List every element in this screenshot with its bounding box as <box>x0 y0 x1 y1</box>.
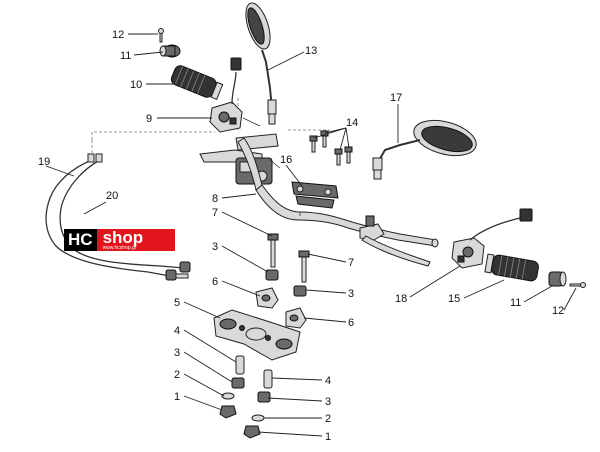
brake-hoses <box>45 153 191 281</box>
callout-11-left: 11 <box>120 50 131 62</box>
callout-8: 8 <box>212 193 218 205</box>
right-switch-assembly <box>451 208 533 269</box>
callout-17: 17 <box>390 92 402 104</box>
left-grip-group <box>158 28 224 101</box>
top-triple-clamp <box>213 309 301 361</box>
logo-url-text: www.hcshop.gr <box>102 245 137 251</box>
hcshop-watermark-logo: HC shop www.hcshop.gr <box>64 229 175 251</box>
callout-3-lower-left: 3 <box>174 347 180 359</box>
riser-stack-left <box>255 233 279 309</box>
callout-5: 5 <box>174 297 180 309</box>
callout-14: 14 <box>346 117 358 129</box>
clutch-lever <box>359 215 431 267</box>
callout-4-right: 4 <box>325 375 331 387</box>
left-switch-assembly <box>209 57 261 133</box>
left-mirror <box>245 2 277 125</box>
logo-shop-text: shop www.hcshop.gr <box>96 228 175 251</box>
callout-3-upper-right: 3 <box>348 288 354 300</box>
leader-lines <box>45 33 577 437</box>
callout-10: 10 <box>130 79 142 91</box>
callout-2-left: 2 <box>174 369 180 381</box>
callout-6-right: 6 <box>348 317 354 329</box>
callout-20: 20 <box>106 190 118 202</box>
handlebar-clamp <box>291 181 339 209</box>
callout-7-right: 7 <box>348 257 354 269</box>
callout-12-left: 12 <box>112 29 124 41</box>
callout-15: 15 <box>448 293 460 305</box>
right-grip-group <box>484 253 586 288</box>
callout-12-right: 12 <box>552 305 564 317</box>
callout-4-left: 4 <box>174 325 180 337</box>
callout-labels: 12 11 10 9 13 17 14 16 19 20 8 7 3 6 7 3… <box>38 29 564 443</box>
callout-9: 9 <box>146 113 152 125</box>
callout-3-upper-left: 3 <box>212 241 218 253</box>
riser-stack-right <box>285 250 310 329</box>
assembly-dashed-lines <box>91 98 330 158</box>
right-mirror <box>372 119 477 180</box>
logo-hc-text: HC <box>64 229 97 251</box>
callout-2-right: 2 <box>325 413 331 425</box>
logo-shop-word: shop <box>102 228 144 247</box>
clamp-bolts <box>309 130 353 166</box>
lower-stack-right <box>243 369 273 439</box>
callout-1-left: 1 <box>174 391 180 403</box>
callout-19: 19 <box>38 156 50 168</box>
callout-1-right: 1 <box>325 431 331 443</box>
callout-16: 16 <box>280 154 292 166</box>
callout-13: 13 <box>305 45 317 57</box>
handlebar <box>237 137 439 248</box>
callout-7-left: 7 <box>212 207 218 219</box>
callout-18: 18 <box>395 293 407 305</box>
callout-11-right: 11 <box>510 297 521 309</box>
callout-3-lower-right: 3 <box>325 396 331 408</box>
lower-stack-left <box>219 355 245 419</box>
callout-6-left: 6 <box>212 276 218 288</box>
